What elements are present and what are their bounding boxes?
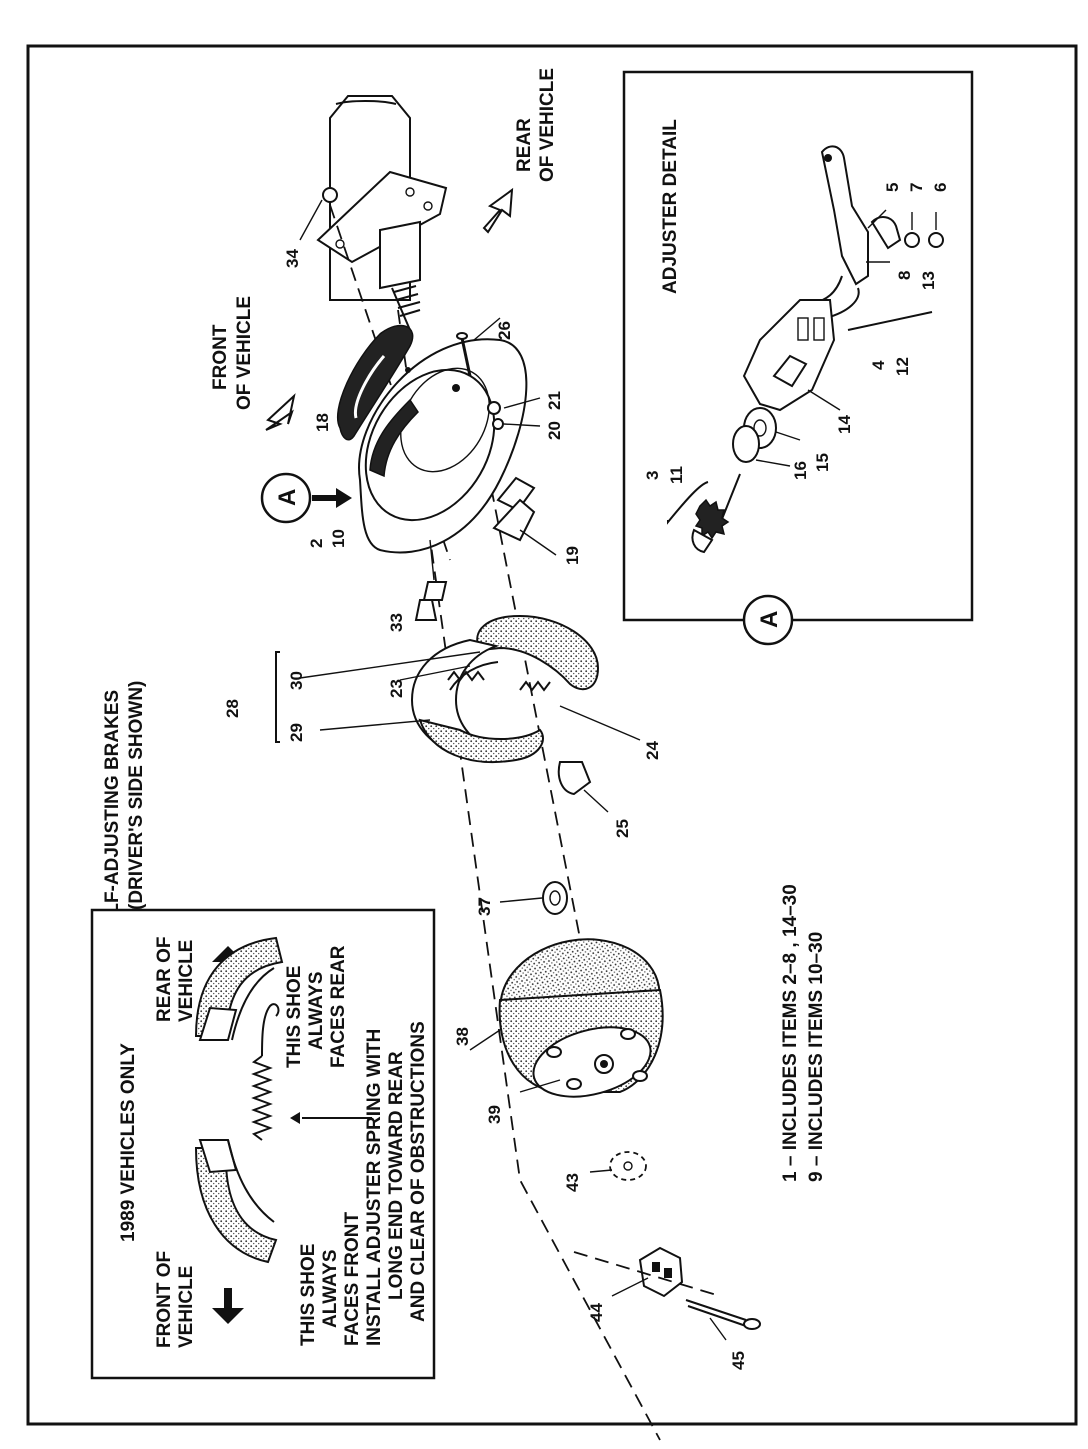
inset-front-shoe-line3: FACES FRONT [342,1212,363,1346]
inset-rear-shoe-line1: THIS SHOE [284,966,305,1068]
part-label-43: 43 [563,1173,582,1192]
part-34-nut: 34 [283,187,338,268]
part-45-cotter-pin: 45 [685,1299,761,1370]
part-43-washer: 43 [563,1151,647,1192]
front-of-vehicle-indicator: FRONT OF VEHICLE [210,296,296,431]
part-44-castle-nut: 44 [573,1246,721,1322]
part-label-4: 4 [869,360,888,370]
inset-rear-shoe-line2: ALWAYS [306,972,327,1051]
part-label-26: 26 [495,321,514,340]
diagram-title: SELF-ADJUSTING BRAKES (DRIVER'S SIDE SHO… [102,681,147,940]
part-label-7: 7 [907,183,926,192]
inset-1989-title: 1989 VEHICLES ONLY [118,1043,139,1242]
part-label-16: 16 [791,461,810,480]
part-label-24: 24 [643,741,662,760]
part-label-21: 21 [545,391,564,410]
adjuster-detail-inset: ADJUSTER DETAIL [622,70,974,622]
inset-front-line2: VEHICLE [176,1266,197,1348]
part-label-5: 5 [883,183,902,192]
callout-a-marker: A [260,472,352,524]
part-label-38: 38 [453,1027,472,1046]
part-label-14: 14 [835,415,854,434]
part-label-44: 44 [587,1303,606,1322]
part-label-45: 45 [729,1351,748,1370]
inset-install-line2: LONG END TOWARD REAR [386,1051,407,1300]
front-label-line1: FRONT [210,324,231,390]
part-label-6: 6 [931,183,950,192]
adjuster-callout-a-text: A [756,611,783,628]
part-38-brake-drum [469,938,664,1098]
part-label-28: 28 [223,699,242,718]
part-label-25: 25 [613,819,632,838]
rear-arrow-icon [482,187,514,234]
part-20-21-fasteners: 21 20 [487,391,564,440]
inset-front-shoe-line1: THIS SHOE [298,1244,319,1346]
inset-1989-vehicles: 1989 VEHICLES ONLY FRONT OF VEHICLE REAR… [90,908,436,1380]
part-label-11: 11 [667,466,686,484]
part-2-backing-plate [358,338,536,554]
inset-adjuster-spring [251,1055,273,1141]
inset-install-line3: AND CLEAR OF OBSTRUCTIONS [408,1021,429,1322]
callout-a-text: A [274,489,301,506]
part-label-15: 15 [813,453,832,472]
part-label-18: 18 [313,413,332,432]
part-label-19: 19 [563,546,582,565]
axle-tube [316,95,448,331]
rear-label-line1: REAR [514,118,535,172]
part-label-10: 10 [329,529,348,548]
inset-front-arrow-icon [212,1288,244,1324]
title-line2: (DRIVER'S SIDE SHOWN) [126,681,147,910]
adjuster-detail-title: ADJUSTER DETAIL [660,119,681,294]
inset-front-line1: FRONT OF [154,1251,175,1348]
part-label-29: 29 [287,723,306,742]
inset-install-line1: INSTALL ADJUSTER SPRING WITH [364,1029,385,1346]
part-label-13: 13 [919,271,938,290]
front-arrow-icon [265,393,296,431]
part-25-clip: 25 [557,761,632,838]
inset-rear-line2: VEHICLE [176,940,197,1022]
part-18-plug: 18 [313,324,414,441]
part-label-3: 3 [643,471,662,480]
inset-rear-shoe-line3: FACES REAR [328,945,349,1068]
inset-front-shoe-line2: ALWAYS [320,1250,341,1329]
note-1: 1 – INCLUDES ITEMS 2–8 , 14–30 [780,884,801,1182]
part-label-39: 39 [485,1105,504,1124]
part-label-8: 8 [895,271,914,280]
part-33-bolt: 33 [387,539,448,632]
part-19-bracket: 19 [492,498,582,565]
part-label-2: 2 [307,539,326,548]
adjuster-callout-a: A [742,594,794,646]
rear-label-line2: OF VEHICLE [537,68,558,182]
part-label-23: 23 [387,679,406,698]
part-label-33: 33 [387,613,406,632]
part-label-30: 30 [287,671,306,690]
rear-of-vehicle-indicator: REAR OF VEHICLE [482,68,558,234]
part-label-34: 34 [283,249,302,268]
part-label-20: 20 [545,421,564,440]
title-line1: SELF-ADJUSTING BRAKES [102,690,123,940]
note-2: 9 – INCLUDES ITEMS 10–30 [806,932,827,1182]
front-label-line2: OF VEHICLE [234,296,255,410]
part-28-shoe-assembly [275,614,641,764]
notes: 1 – INCLUDES ITEMS 2–8 , 14–30 9 – INCLU… [780,884,827,1182]
inset-rear-line1: REAR OF [154,937,175,1023]
part-label-12: 12 [893,357,912,376]
part-37-washer: 37 [475,881,568,916]
part-label-37: 37 [475,897,494,916]
part-26-pin: 26 [456,317,514,377]
page-border [26,44,1078,1426]
